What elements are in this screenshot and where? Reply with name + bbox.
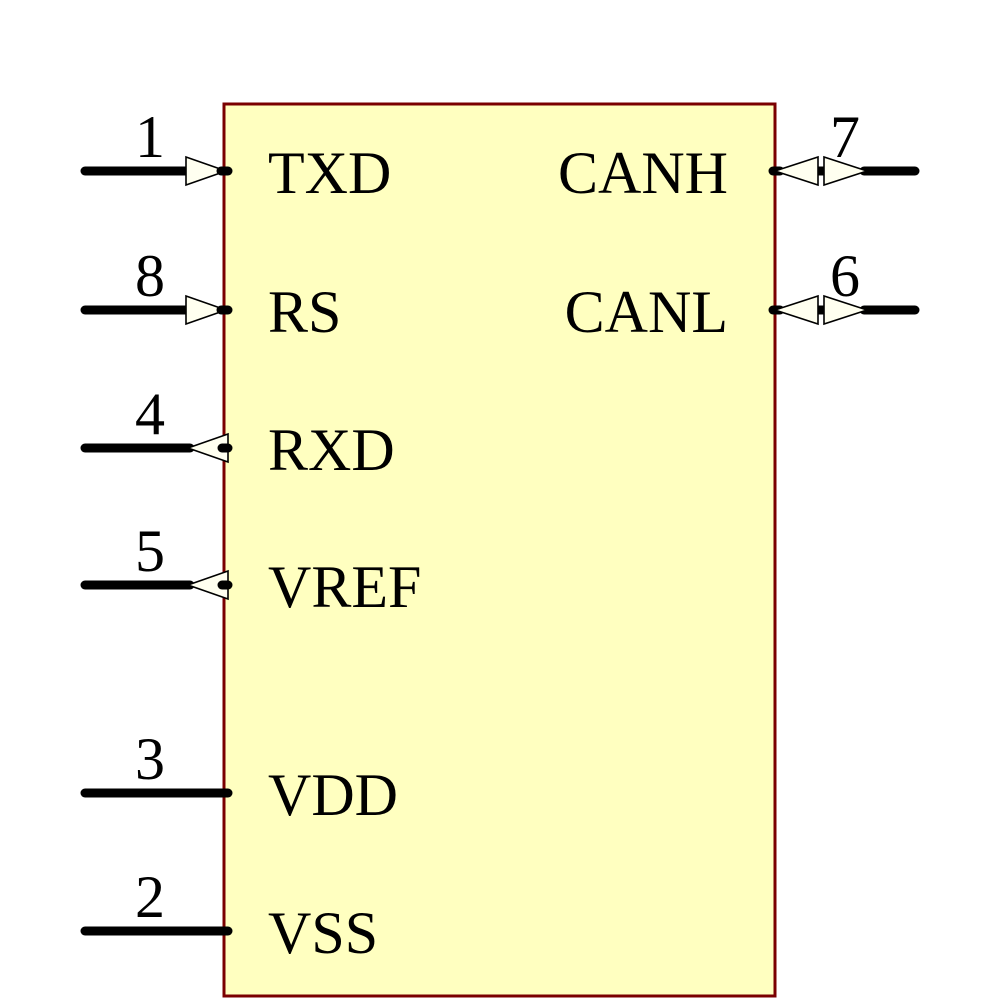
pin-label: TXD (268, 140, 391, 206)
pin-vss[interactable]: 2 VSS (80, 864, 378, 966)
input-arrow-icon (185, 294, 229, 326)
pin-rs[interactable]: 8 RS (80, 243, 341, 345)
pin-label: VREF (268, 554, 421, 620)
pin-number: 6 (830, 243, 860, 309)
pin-number: 7 (830, 104, 860, 170)
pin-canh[interactable]: 7 CANH (558, 104, 920, 206)
pin-label: VDD (268, 762, 398, 828)
pin-label: CANL (565, 279, 728, 345)
pin-label: CANH (558, 140, 728, 206)
pin-vref[interactable]: 5 VREF (80, 518, 421, 620)
pin-vdd[interactable]: 3 VDD (80, 726, 398, 828)
pin-label: RXD (268, 417, 395, 483)
pin-rxd[interactable]: 4 RXD (80, 381, 395, 483)
chip-body[interactable] (222, 102, 777, 998)
pin-label: VSS (268, 900, 378, 966)
bidir-arrow-right-icon (823, 294, 870, 326)
pin-number: 5 (135, 518, 165, 584)
pin-txd[interactable]: 1 TXD (80, 104, 391, 206)
bidir-arrow-right-icon (823, 155, 870, 187)
pin-number: 8 (135, 243, 165, 309)
pin-number: 2 (135, 864, 165, 930)
pin-number: 3 (135, 726, 165, 792)
pin-canl[interactable]: 6 CANL (565, 243, 920, 345)
pin-number: 1 (135, 104, 165, 170)
pin-number: 4 (135, 381, 165, 447)
bidir-arrow-left-icon (772, 155, 819, 187)
input-arrow-icon (185, 155, 229, 187)
bidir-arrow-left-icon (772, 294, 819, 326)
pin-label: RS (268, 279, 341, 345)
